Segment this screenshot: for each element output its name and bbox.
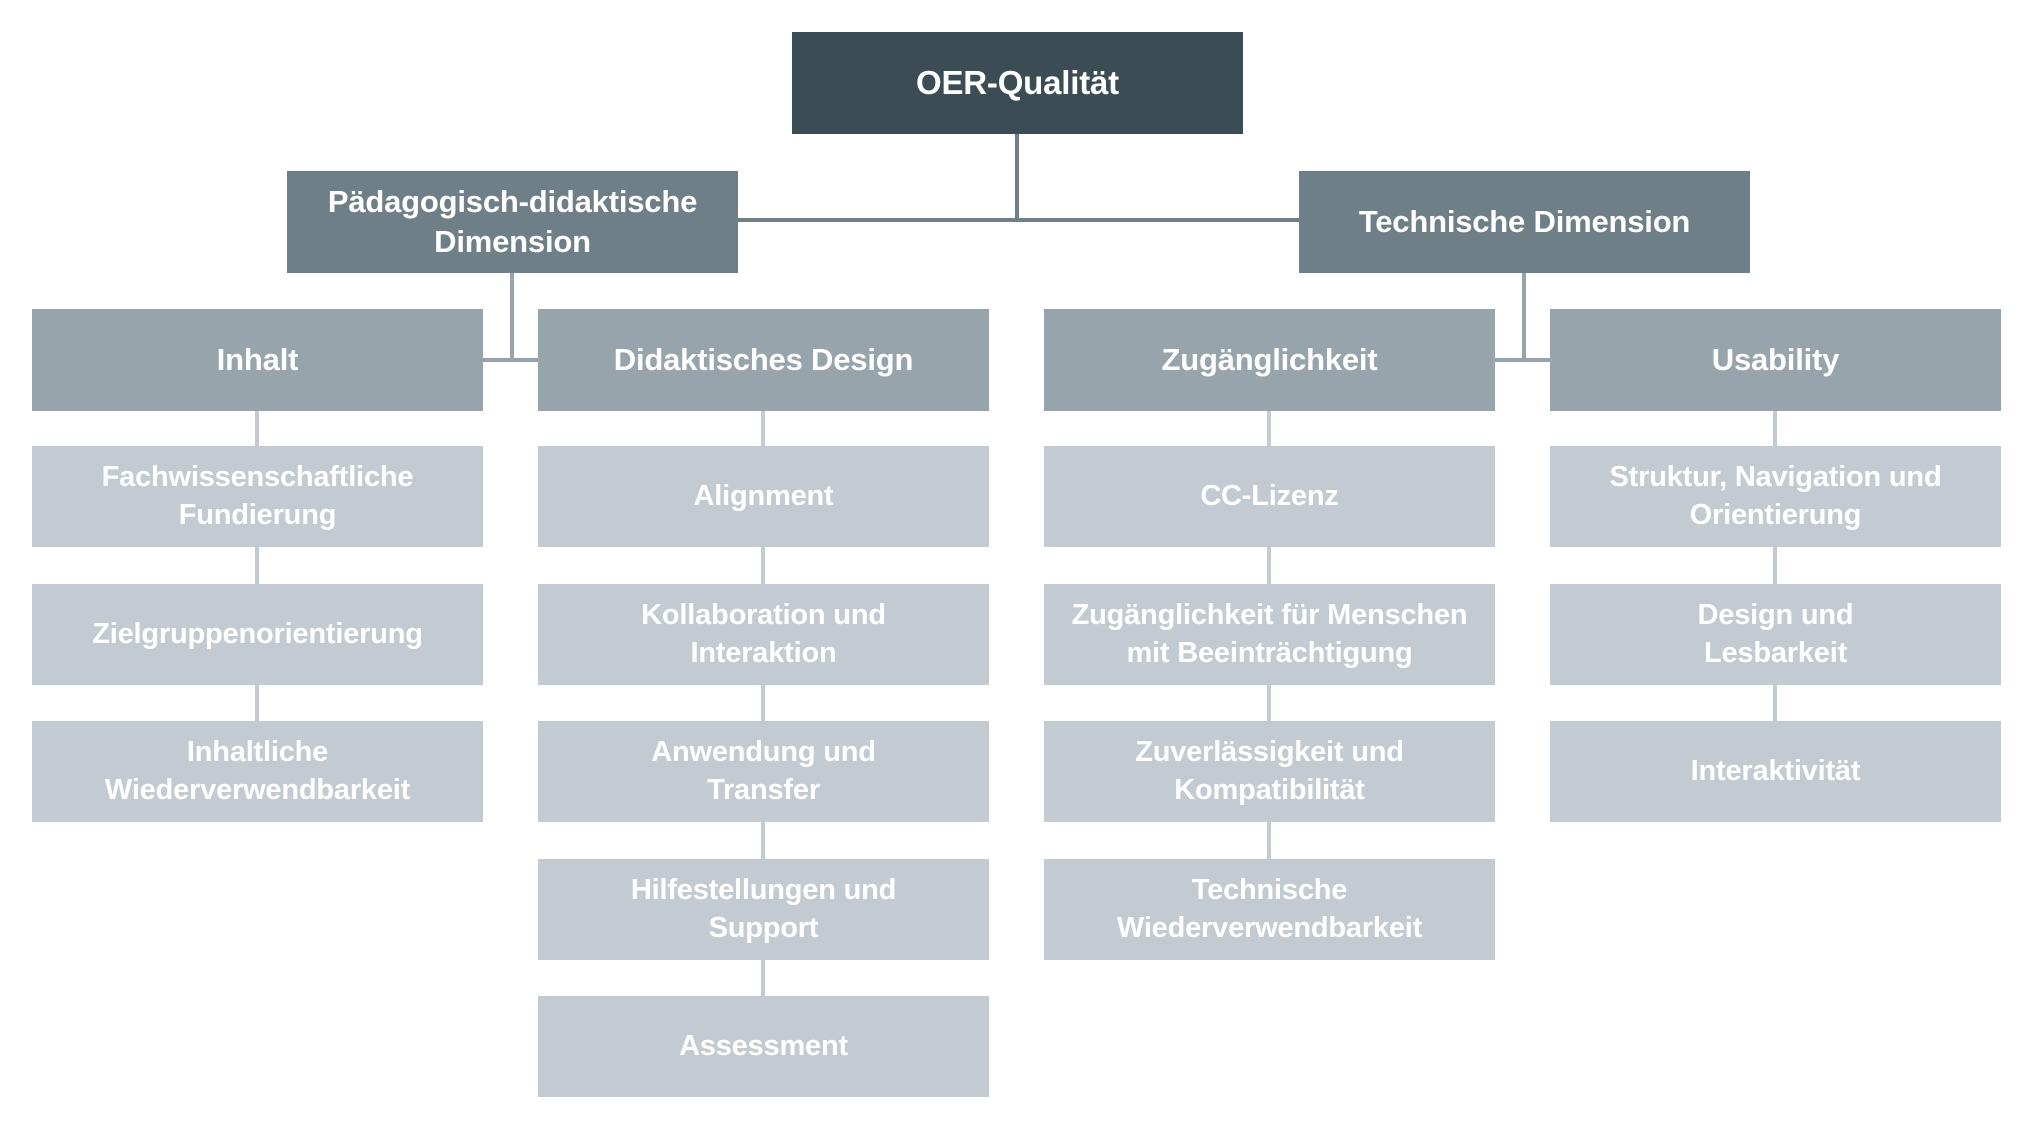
connector-col3-2 (1267, 547, 1271, 584)
node-label: Technische Dimension (1358, 204, 1691, 240)
node-label: Technische Wiederverwendbarkeit (1116, 874, 1423, 944)
node-dimension-technisch: Technische Dimension (1299, 171, 1750, 273)
node-category-usability: Usability (1550, 309, 2001, 411)
connector-col3-3 (1267, 685, 1271, 721)
node-label: Struktur, Navigation und Orientierung (1609, 461, 1942, 531)
node-label: OER-Qualität (916, 63, 1119, 101)
node-item-zuverlaessigkeit-kompatibilitaet: Zuverlässigkeit und Kompatibilität (1044, 721, 1495, 822)
connector-root-stem (1015, 134, 1019, 222)
node-item-anwendung-transfer: Anwendung und Transfer (538, 721, 989, 822)
node-label: Usability (1711, 342, 1840, 378)
node-item-hilfestellungen-support: Hilfestellungen und Support (538, 859, 989, 960)
node-label: Alignment (693, 479, 834, 512)
node-category-didaktisches-design: Didaktisches Design (538, 309, 989, 411)
node-category-zugaenglichkeit: Zugänglichkeit (1044, 309, 1495, 411)
node-item-cc-lizenz: CC-Lizenz (1044, 446, 1495, 547)
node-item-zielgruppenorientierung: Zielgruppenorientierung (32, 584, 483, 685)
node-label: Fachwissenschaftliche Fundierung (101, 461, 414, 531)
node-label: Zuverlässigkeit und Kompatibilität (1135, 736, 1404, 806)
connector-col2-2 (761, 547, 765, 584)
connector-paedagogisch-stem (510, 273, 514, 362)
connector-col2-4 (761, 822, 765, 859)
connector-col1-3 (255, 685, 259, 721)
node-label: Inhaltliche Wiederverwendbarkeit (104, 736, 411, 806)
connector-col2-1 (761, 411, 765, 446)
node-label: Didaktisches Design (613, 342, 914, 378)
node-label: CC-Lizenz (1200, 479, 1339, 512)
node-label: Zugänglichkeit (1161, 342, 1378, 378)
node-item-technische-wiederverwendbarkeit: Technische Wiederverwendbarkeit (1044, 859, 1495, 960)
node-label: Zugänglichkeit für Menschen mit Beeinträ… (1071, 599, 1468, 669)
node-label: Assessment (679, 1029, 848, 1062)
connector-col2-5 (761, 960, 765, 996)
node-label: Design und Lesbarkeit (1697, 599, 1854, 669)
connector-root-crossbar (738, 218, 1299, 222)
node-root-oer-qualitaet: OER-Qualität (792, 32, 1243, 134)
connector-col2-3 (761, 685, 765, 721)
node-label: Anwendung und Transfer (651, 736, 876, 806)
node-label: Zielgruppenorientierung (92, 617, 423, 650)
connector-paedagogisch-crossbar (483, 358, 538, 362)
node-label: Pädagogisch-didaktische Dimension (327, 184, 698, 259)
node-dimension-paedagogisch-didaktisch: Pädagogisch-didaktische Dimension (287, 171, 738, 273)
connector-col3-1 (1267, 411, 1271, 446)
node-item-fachwissenschaftliche-fundierung: Fachwissenschaftliche Fundierung (32, 446, 483, 547)
node-item-struktur-navigation-orientierung: Struktur, Navigation und Orientierung (1550, 446, 2001, 547)
connector-technisch-stem (1522, 273, 1526, 362)
node-item-alignment: Alignment (538, 446, 989, 547)
node-item-inhaltliche-wiederverwendbarkeit: Inhaltliche Wiederverwendbarkeit (32, 721, 483, 822)
node-item-design-lesbarkeit: Design und Lesbarkeit (1550, 584, 2001, 685)
node-label: Inhalt (216, 342, 299, 378)
node-item-interaktivitaet: Interaktivität (1550, 721, 2001, 822)
node-label: Interaktivität (1690, 754, 1861, 787)
connector-col3-4 (1267, 822, 1271, 859)
connector-col4-3 (1773, 685, 1777, 721)
node-label: Hilfestellungen und Support (630, 874, 897, 944)
node-label: Kollaboration und Interaktion (641, 599, 886, 669)
node-item-assessment: Assessment (538, 996, 989, 1097)
connector-technisch-crossbar (1495, 358, 1550, 362)
connector-col1-2 (255, 547, 259, 584)
node-category-inhalt: Inhalt (32, 309, 483, 411)
connector-col4-1 (1773, 411, 1777, 446)
node-item-zugaenglichkeit-menschen-beeintraechtigung: Zugänglichkeit für Menschen mit Beeinträ… (1044, 584, 1495, 685)
connector-col4-2 (1773, 547, 1777, 584)
connector-col1-1 (255, 411, 259, 446)
node-item-kollaboration-interaktion: Kollaboration und Interaktion (538, 584, 989, 685)
